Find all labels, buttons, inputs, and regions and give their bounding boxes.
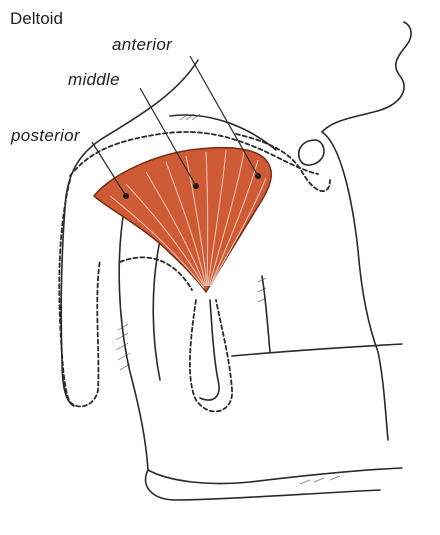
label-anterior: anterior bbox=[112, 35, 172, 55]
forearm-bottom bbox=[148, 468, 402, 484]
diagram-title: Deltoid bbox=[10, 9, 63, 29]
acromion-outline bbox=[299, 140, 324, 165]
muscle-line bbox=[262, 276, 270, 352]
label-middle: middle bbox=[68, 70, 120, 90]
inner-arm-line-2 bbox=[153, 240, 160, 380]
elbow-curve bbox=[146, 470, 380, 500]
shoulder-outline bbox=[322, 132, 388, 440]
inner-arm-line bbox=[119, 210, 148, 470]
neck-contour bbox=[322, 22, 411, 132]
humerus-line bbox=[200, 300, 219, 400]
deltoid-muscle bbox=[94, 148, 271, 292]
scapula-border-dashed bbox=[59, 180, 100, 406]
label-posterior: posterior bbox=[11, 126, 80, 146]
